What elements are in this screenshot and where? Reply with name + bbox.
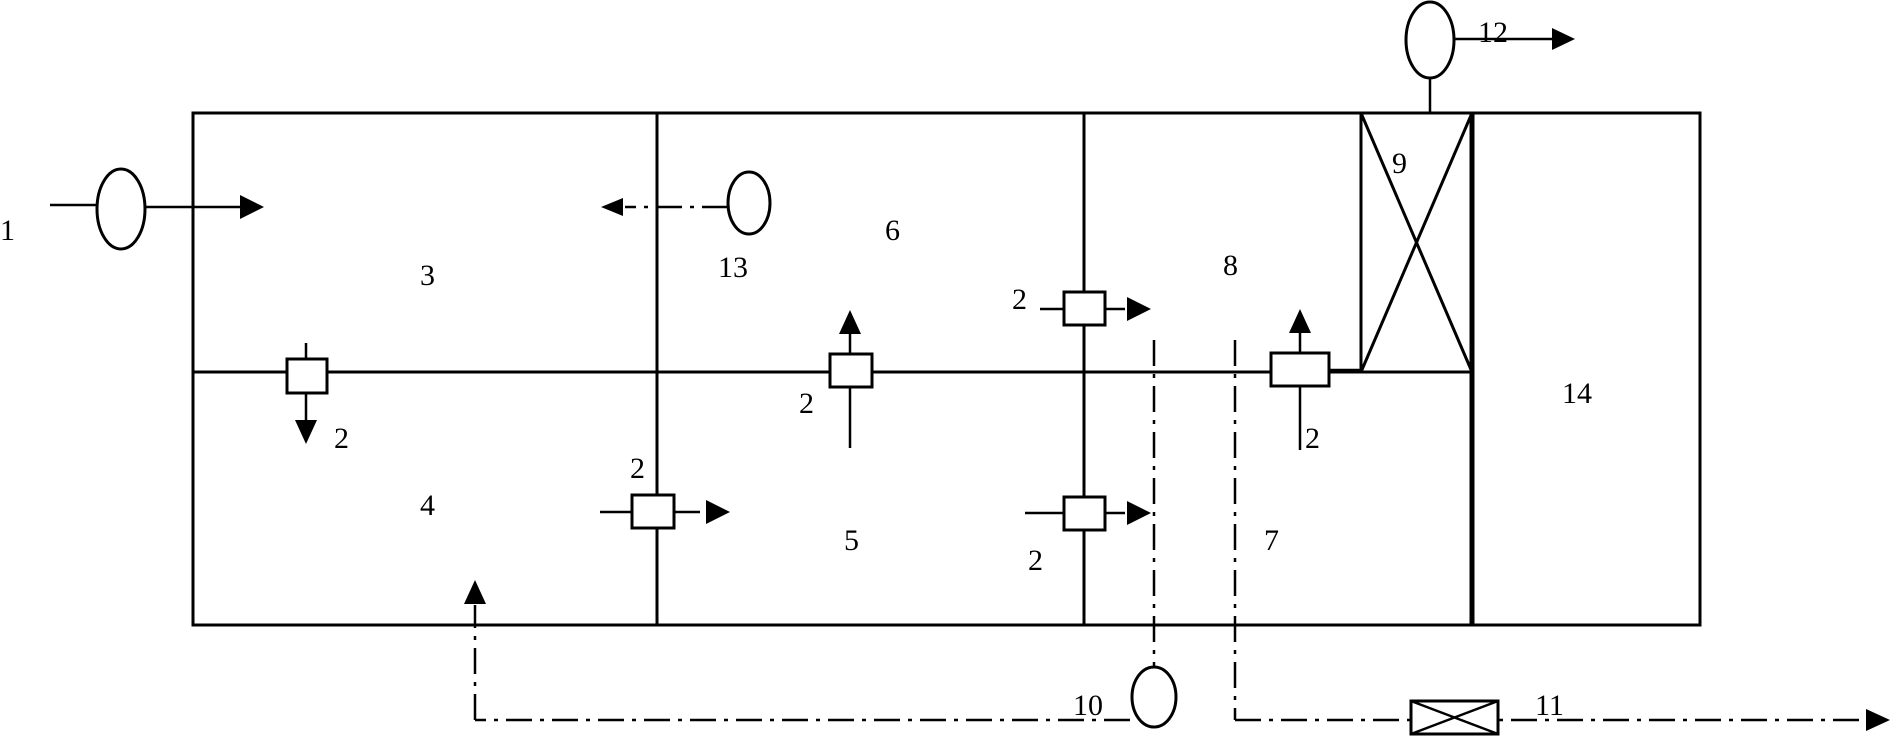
valve-6	[1269, 309, 1361, 450]
label-10: 10	[1073, 689, 1103, 722]
label-13: 13	[718, 251, 748, 284]
label-2-valve-6: 2	[1305, 422, 1320, 455]
valve-2	[600, 493, 730, 530]
label-14: 14	[1562, 377, 1592, 410]
return-loop	[464, 340, 1178, 729]
label-2-valve-4: 2	[1012, 283, 1027, 316]
labels: 1 3 4 5 6 7 8 9 10 11 12 13 14 2 2 2 2 2…	[0, 16, 1592, 722]
valve-3	[828, 310, 874, 448]
label-2-valve-5: 2	[1028, 544, 1043, 577]
enclosure	[191, 111, 1702, 627]
outer-box	[191, 111, 1702, 627]
valve-5	[1025, 495, 1151, 532]
outlet-line	[1233, 340, 1890, 736]
fan-10-icon	[1130, 665, 1178, 729]
label-9: 9	[1392, 147, 1407, 180]
label-6: 6	[885, 214, 900, 247]
label-1: 1	[0, 214, 15, 247]
unit-9-crossbox	[1359, 111, 1474, 374]
valve-4	[1040, 290, 1151, 327]
fan-1-icon	[50, 167, 264, 251]
fan-13-icon	[601, 170, 772, 236]
fan-12-icon	[1404, 0, 1575, 113]
label-8: 8	[1223, 249, 1238, 282]
valve-1	[285, 343, 329, 444]
label-4: 4	[420, 489, 435, 522]
label-2-valve-2: 2	[630, 452, 645, 485]
label-11: 11	[1535, 689, 1564, 722]
label-2-valve-3: 2	[799, 387, 814, 420]
label-5: 5	[844, 524, 859, 557]
label-7: 7	[1264, 524, 1279, 557]
label-2-valve-1: 2	[334, 422, 349, 455]
label-12: 12	[1478, 16, 1508, 49]
unit-11-valve-icon	[1409, 699, 1500, 736]
label-3: 3	[420, 259, 435, 292]
